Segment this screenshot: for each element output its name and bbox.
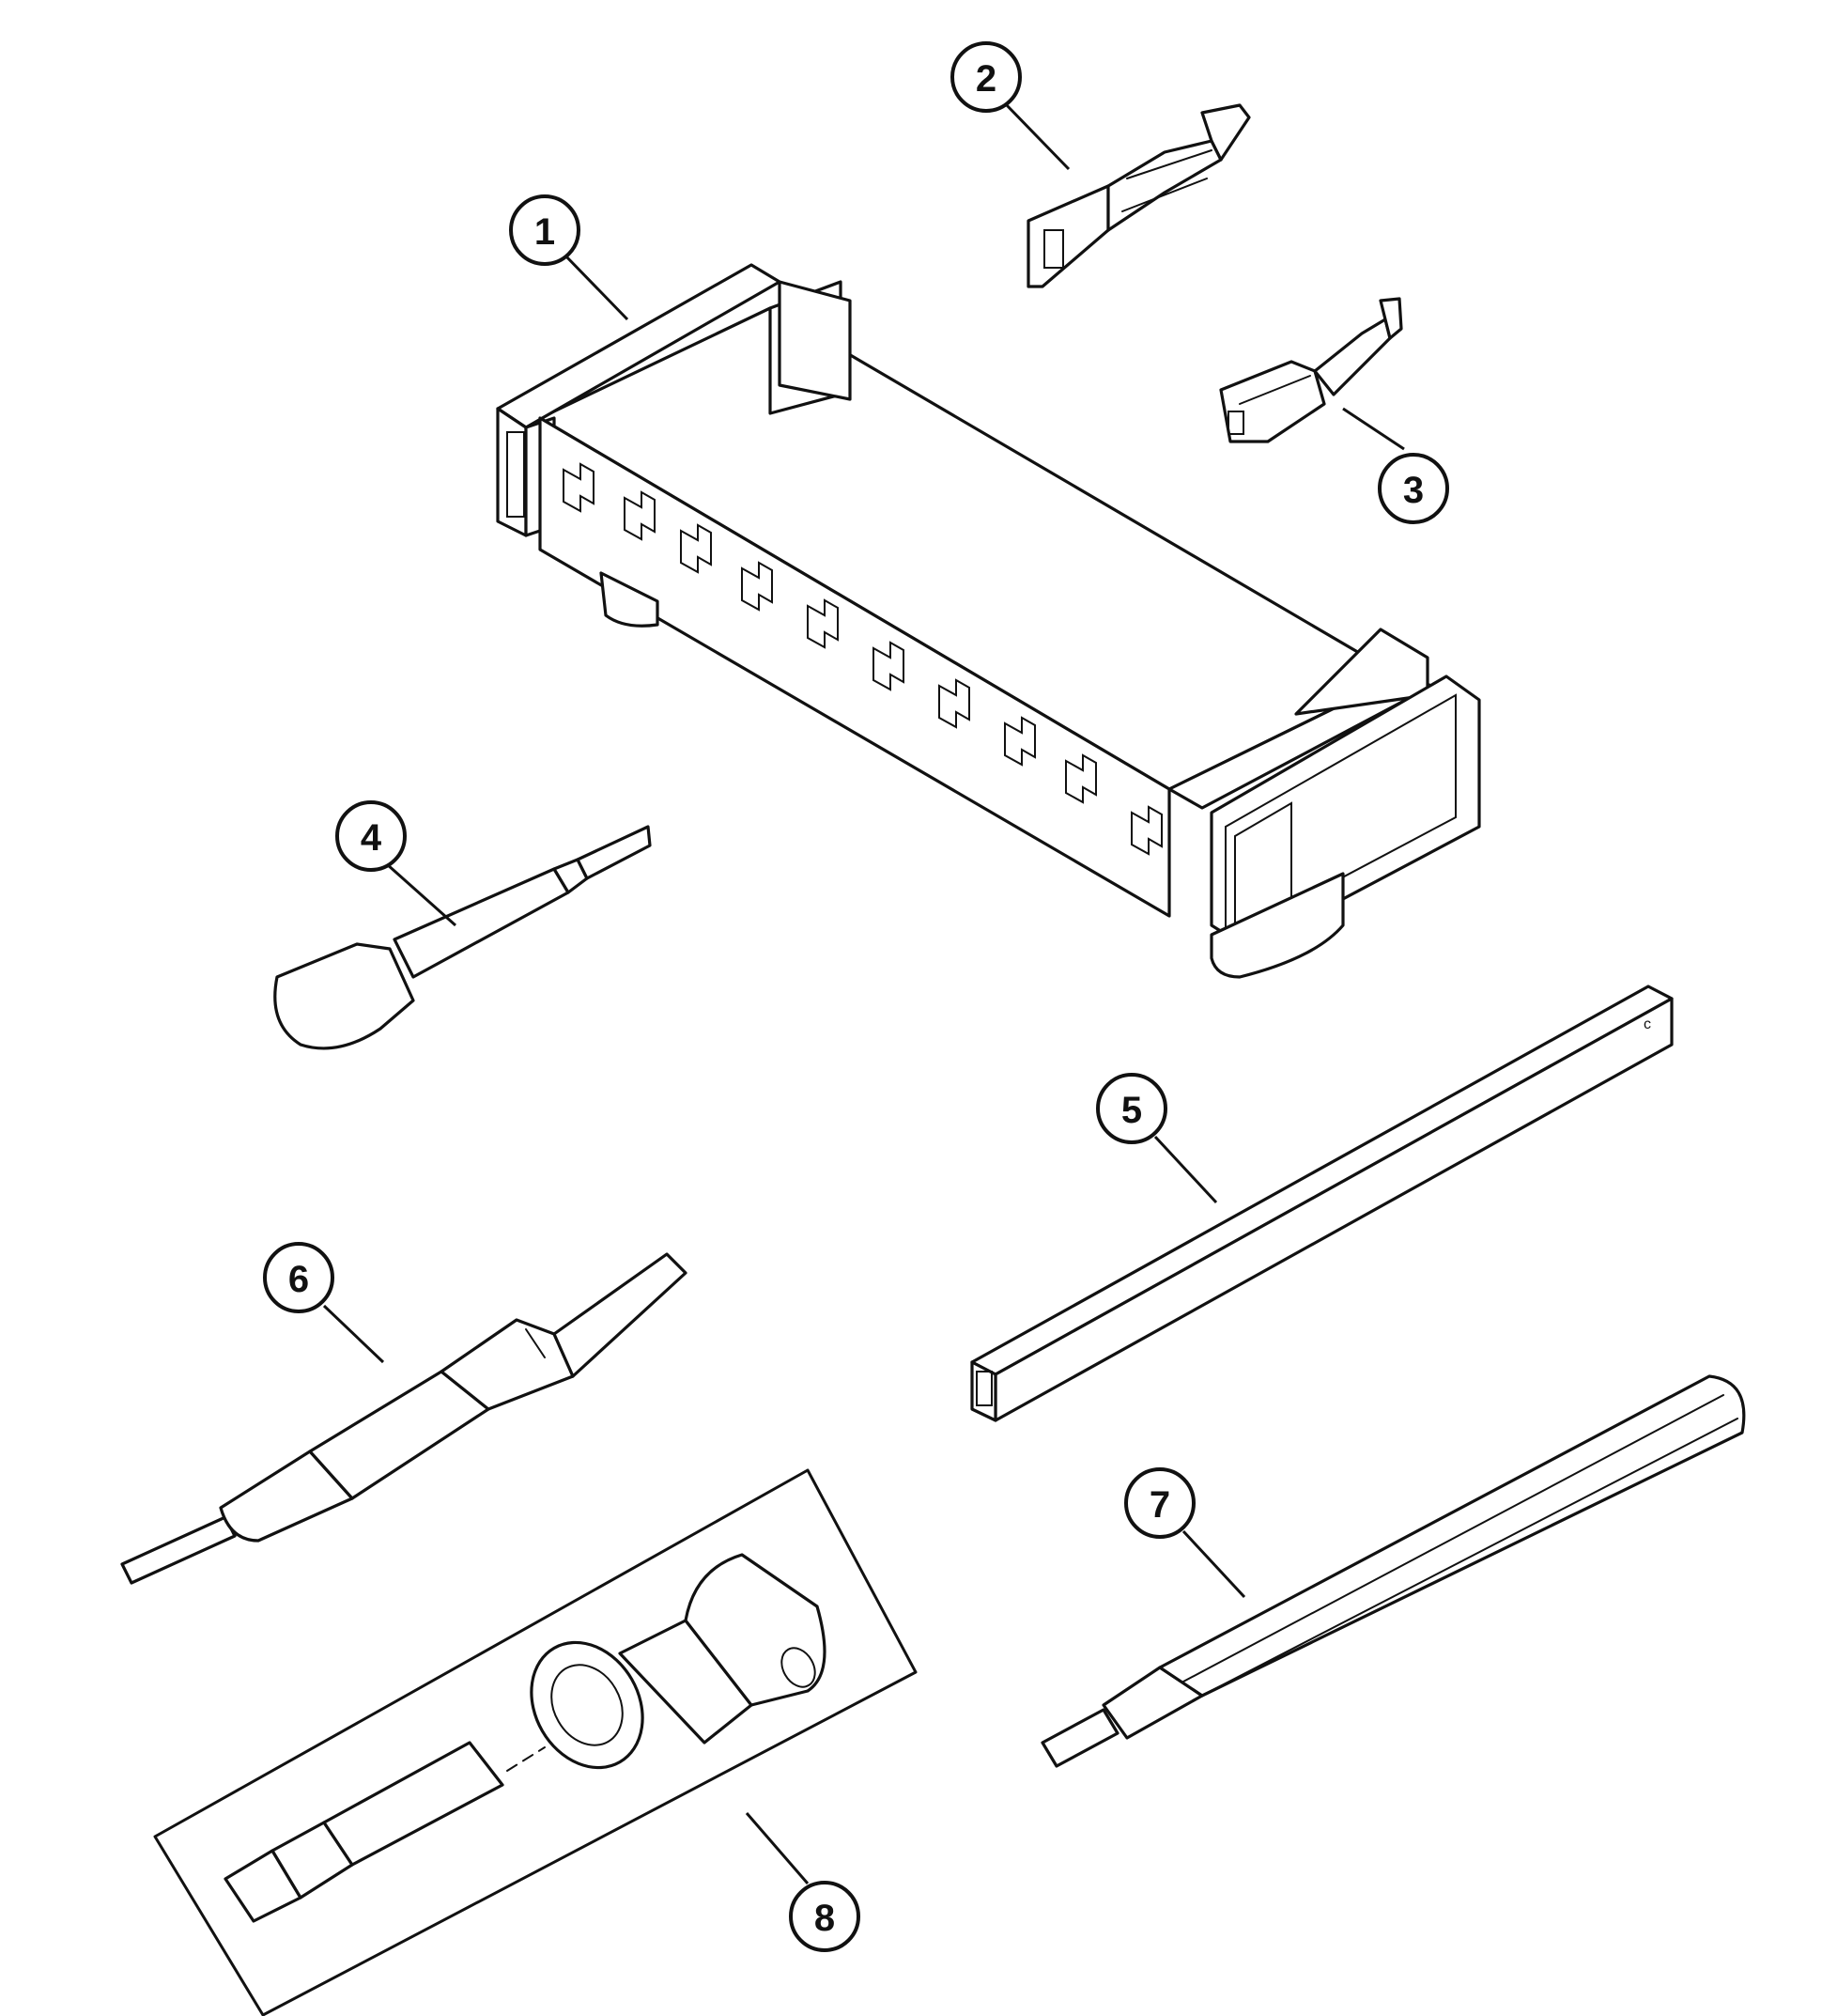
callout-1-label: 1 [534,211,555,253]
part-bit-socket-kit [153,1468,918,2016]
callout-5: 5 [1096,1073,1167,1144]
callout-6: 6 [263,1242,334,1313]
callout-8-label: 8 [814,1898,835,1939]
callout-5-label: 5 [1121,1090,1142,1131]
callout-7: 7 [1124,1467,1196,1539]
callout-4-label: 4 [361,817,382,859]
callout-8: 8 [789,1881,860,1952]
part-hex-driver [1041,1374,1746,1768]
part-connector-housing [496,263,1481,979]
part-probe-tool [273,825,652,1050]
callout-3-label: 3 [1403,470,1424,511]
leader-lines [322,101,1405,1884]
callout-1: 1 [509,194,580,266]
part-pin-tool [120,1252,687,1585]
callout-7-label: 7 [1150,1484,1170,1526]
callout-3: 3 [1378,453,1449,524]
part-terminal-large [1027,103,1251,288]
callout-2-label: 2 [976,58,996,100]
callout-4: 4 [335,800,407,872]
part-terminal-small [1219,297,1403,443]
callout-2: 2 [950,41,1022,113]
pin-slots [563,462,1163,856]
part-square-bar: c [970,985,1674,1422]
bar-mark: c [1644,1016,1651,1032]
callout-6-label: 6 [288,1259,309,1300]
